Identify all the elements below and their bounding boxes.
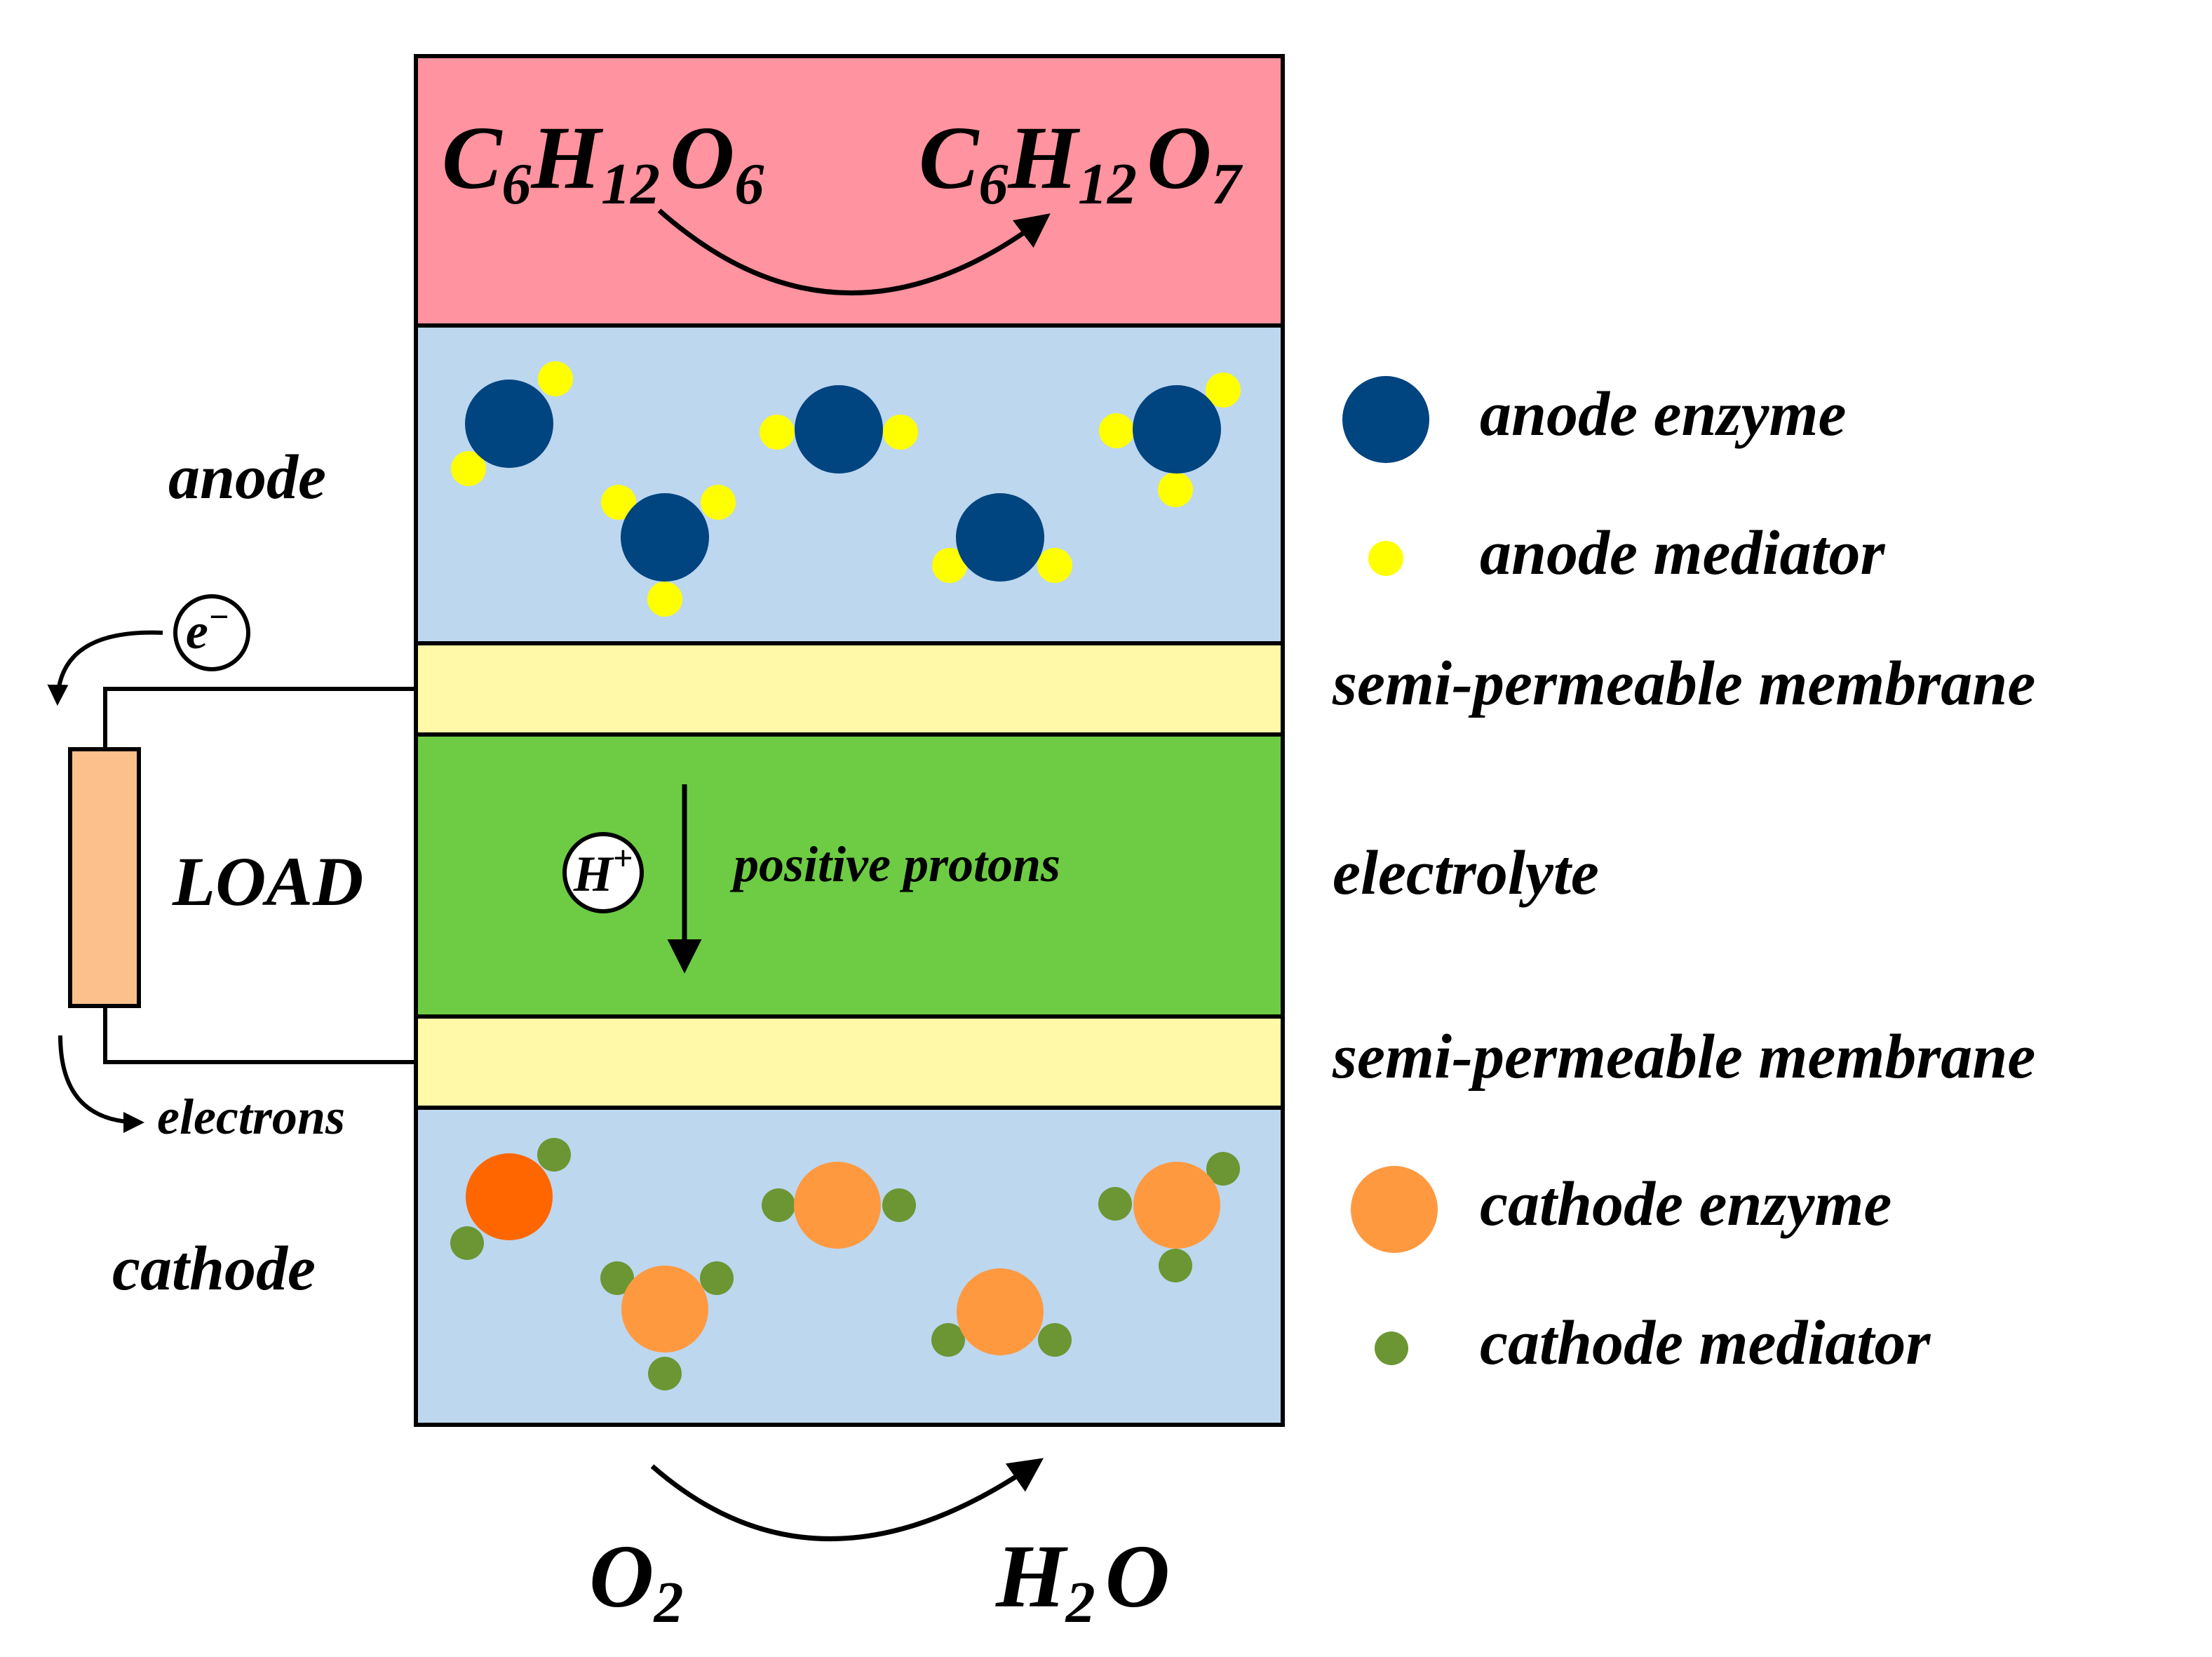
anode-enzyme-cluster: [1099, 373, 1241, 507]
electron-flow-arrow-top: [47, 630, 163, 706]
legend-cathode-mediator-swatch: [1375, 1331, 1408, 1365]
positive-protons-label: positive protons: [729, 836, 1060, 892]
legend-anode-enzyme-label: anode enzyme: [1480, 380, 1846, 449]
cathode-reaction-arrow: [650, 1458, 1044, 1541]
anode-mediator: [1099, 413, 1134, 448]
anode-mediator: [1206, 373, 1241, 408]
anode-enzyme: [956, 493, 1044, 582]
anode-mediator: [701, 485, 736, 520]
anode-mediator: [932, 548, 967, 583]
anode-mediator: [1037, 548, 1072, 583]
proton-label: H+: [573, 838, 633, 902]
anode-mediator: [760, 415, 795, 450]
cathode-reactant-formula: O2: [589, 1527, 683, 1635]
anode-enzyme-cluster: [932, 493, 1072, 583]
anode-mediator: [538, 361, 573, 396]
cathode-label: cathode: [112, 1234, 316, 1303]
legend-cathode-enzyme-swatch: [1351, 1166, 1438, 1253]
cathode-mediator: [648, 1357, 682, 1390]
cathode-mediator: [700, 1261, 734, 1295]
cathode-enzyme: [957, 1268, 1044, 1355]
cathode-enzyme: [466, 1153, 553, 1240]
legend-membrane-top-label: semi-permeable membrane: [1332, 649, 2035, 718]
anode-mediator: [647, 582, 682, 617]
cathode-mediator: [537, 1138, 571, 1172]
anode-mediator: [601, 485, 636, 520]
cathode-mediator: [1159, 1249, 1192, 1282]
electron-flow-arrow-bottom: [58, 1035, 144, 1133]
electrons-label: electrons: [157, 1089, 345, 1145]
anode-label: anode: [168, 443, 326, 512]
anode-enzyme: [1133, 385, 1221, 474]
circuit-wire-top: [103, 687, 416, 749]
cathode-enzyme-cluster: [931, 1268, 1072, 1357]
cathode-enzyme-cluster: [762, 1162, 916, 1249]
cathode-mediator: [1038, 1323, 1072, 1357]
legend: anode enzyme anode mediator semi-permeab…: [1332, 376, 2035, 1378]
cathode-mediator: [450, 1226, 484, 1260]
bottom-membrane-band: [414, 1014, 1285, 1110]
substrate-band: [414, 54, 1285, 328]
circuit-wire-bottom: [103, 1006, 416, 1064]
legend-anode-mediator-swatch: [1368, 541, 1403, 576]
cathode-mediator: [762, 1188, 795, 1222]
cathode-mediator: [1098, 1187, 1132, 1221]
legend-electrolyte-label: electrolyte: [1333, 838, 1599, 908]
load-resistor: [68, 747, 141, 1008]
electron-label: e−: [186, 597, 229, 659]
legend-cathode-enzyme-label: cathode enzyme: [1480, 1169, 1891, 1239]
electrolyte-band: [414, 732, 1285, 1019]
cathode-enzyme-cluster: [1098, 1152, 1240, 1282]
anode-enzyme-cluster: [451, 361, 573, 486]
anode-mediator: [451, 451, 486, 486]
load-label: LOAD: [172, 843, 363, 920]
cathode-enzyme: [794, 1162, 881, 1249]
anode-reaction-arrow: [657, 208, 1051, 295]
anode-enzyme-cluster: [760, 385, 918, 474]
cathode-enzyme: [621, 1266, 708, 1353]
anode-mediator: [1158, 472, 1193, 507]
anode-enzyme: [465, 380, 553, 468]
electron-circle: [173, 594, 250, 671]
cathode-mediator: [1206, 1152, 1240, 1186]
top-membrane-band: [414, 641, 1285, 737]
legend-cathode-mediator-label: cathode mediator: [1480, 1308, 1931, 1378]
anode-enzyme: [795, 385, 883, 474]
anode-mediator: [883, 415, 918, 450]
cathode-enzyme-cluster: [600, 1261, 734, 1390]
proton-circle: [562, 832, 644, 913]
legend-anode-enzyme-swatch: [1342, 376, 1429, 463]
legend-anode-mediator-label: anode mediator: [1480, 518, 1885, 588]
cathode-enzyme-cluster: [450, 1138, 571, 1260]
anode-enzyme: [621, 493, 709, 582]
cathode-mediator: [600, 1261, 634, 1295]
cathode-mediator: [931, 1323, 965, 1357]
anode-enzyme-cluster: [601, 485, 736, 617]
cathode-mediator: [882, 1188, 916, 1222]
cathode-enzyme: [1133, 1162, 1220, 1249]
legend-membrane-bottom-label: semi-permeable membrane: [1332, 1022, 2035, 1092]
